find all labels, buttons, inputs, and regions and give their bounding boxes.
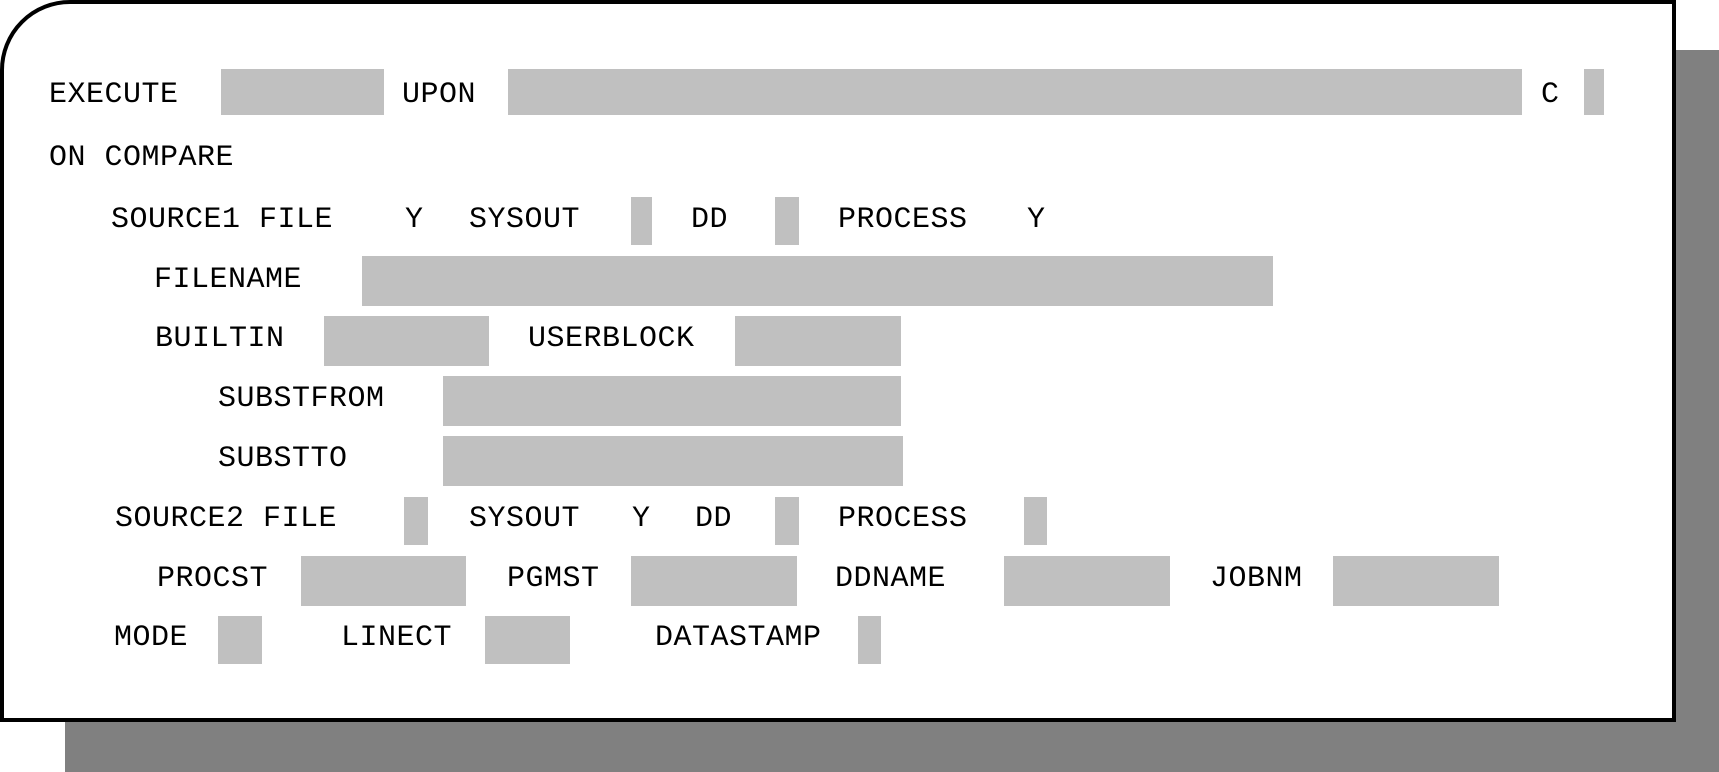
- execute-label: EXECUTE: [49, 78, 179, 112]
- datastamp-field[interactable]: [858, 616, 881, 664]
- execute-field[interactable]: [221, 69, 384, 115]
- substto-label: SUBSTTO: [218, 442, 348, 476]
- builtin-label: BUILTIN: [155, 322, 285, 356]
- source2-dd-field[interactable]: [775, 497, 799, 545]
- datastamp-label: DATASTAMP: [655, 621, 822, 655]
- source1-dd-label: DD: [691, 203, 729, 237]
- substfrom-field[interactable]: [443, 376, 901, 426]
- filename-label: FILENAME: [154, 263, 303, 297]
- execute-on-compare-panel: EXECUTE UPON C ON COMPARE SOURCE1 FILE Y…: [0, 0, 1676, 722]
- source1-process-value[interactable]: Y: [1027, 203, 1046, 237]
- builtin-field[interactable]: [324, 316, 489, 366]
- c-label: C: [1541, 78, 1560, 112]
- source2-sysout-label: SYSOUT: [469, 502, 581, 536]
- linect-field[interactable]: [485, 616, 570, 664]
- source2-dd-label: DD: [695, 502, 733, 536]
- source2-file-field[interactable]: [404, 497, 428, 545]
- source2-sysout-value[interactable]: Y: [632, 502, 651, 536]
- ddname-label: DDNAME: [835, 562, 947, 596]
- userblock-label: USERBLOCK: [528, 322, 695, 356]
- substto-field[interactable]: [443, 436, 903, 486]
- on-compare-label: ON COMPARE: [49, 141, 235, 175]
- source1-process-label: PROCESS: [838, 203, 968, 237]
- c-field[interactable]: [1584, 69, 1604, 115]
- source1-sysout-label: SYSOUT: [469, 203, 581, 237]
- jobnm-label: JOBNM: [1210, 562, 1303, 596]
- source1-dd-field[interactable]: [775, 197, 799, 245]
- upon-field[interactable]: [508, 69, 1522, 115]
- source1-file-label: SOURCE1 FILE: [111, 203, 334, 237]
- userblock-field[interactable]: [735, 316, 901, 366]
- source2-file-label: SOURCE2 FILE: [115, 502, 338, 536]
- mode-field[interactable]: [218, 616, 262, 664]
- procst-field[interactable]: [301, 556, 466, 606]
- filename-field[interactable]: [362, 256, 1273, 306]
- source2-process-label: PROCESS: [838, 502, 968, 536]
- ddname-field[interactable]: [1004, 556, 1170, 606]
- pgmst-label: PGMST: [507, 562, 600, 596]
- jobnm-field[interactable]: [1333, 556, 1499, 606]
- upon-label: UPON: [402, 78, 477, 112]
- substfrom-label: SUBSTFROM: [218, 382, 385, 416]
- source1-sysout-field[interactable]: [631, 197, 652, 245]
- linect-label: LINECT: [341, 621, 453, 655]
- source1-file-value[interactable]: Y: [405, 203, 424, 237]
- pgmst-field[interactable]: [631, 556, 797, 606]
- procst-label: PROCST: [157, 562, 269, 596]
- mode-label: MODE: [114, 621, 189, 655]
- source2-process-field[interactable]: [1024, 497, 1047, 545]
